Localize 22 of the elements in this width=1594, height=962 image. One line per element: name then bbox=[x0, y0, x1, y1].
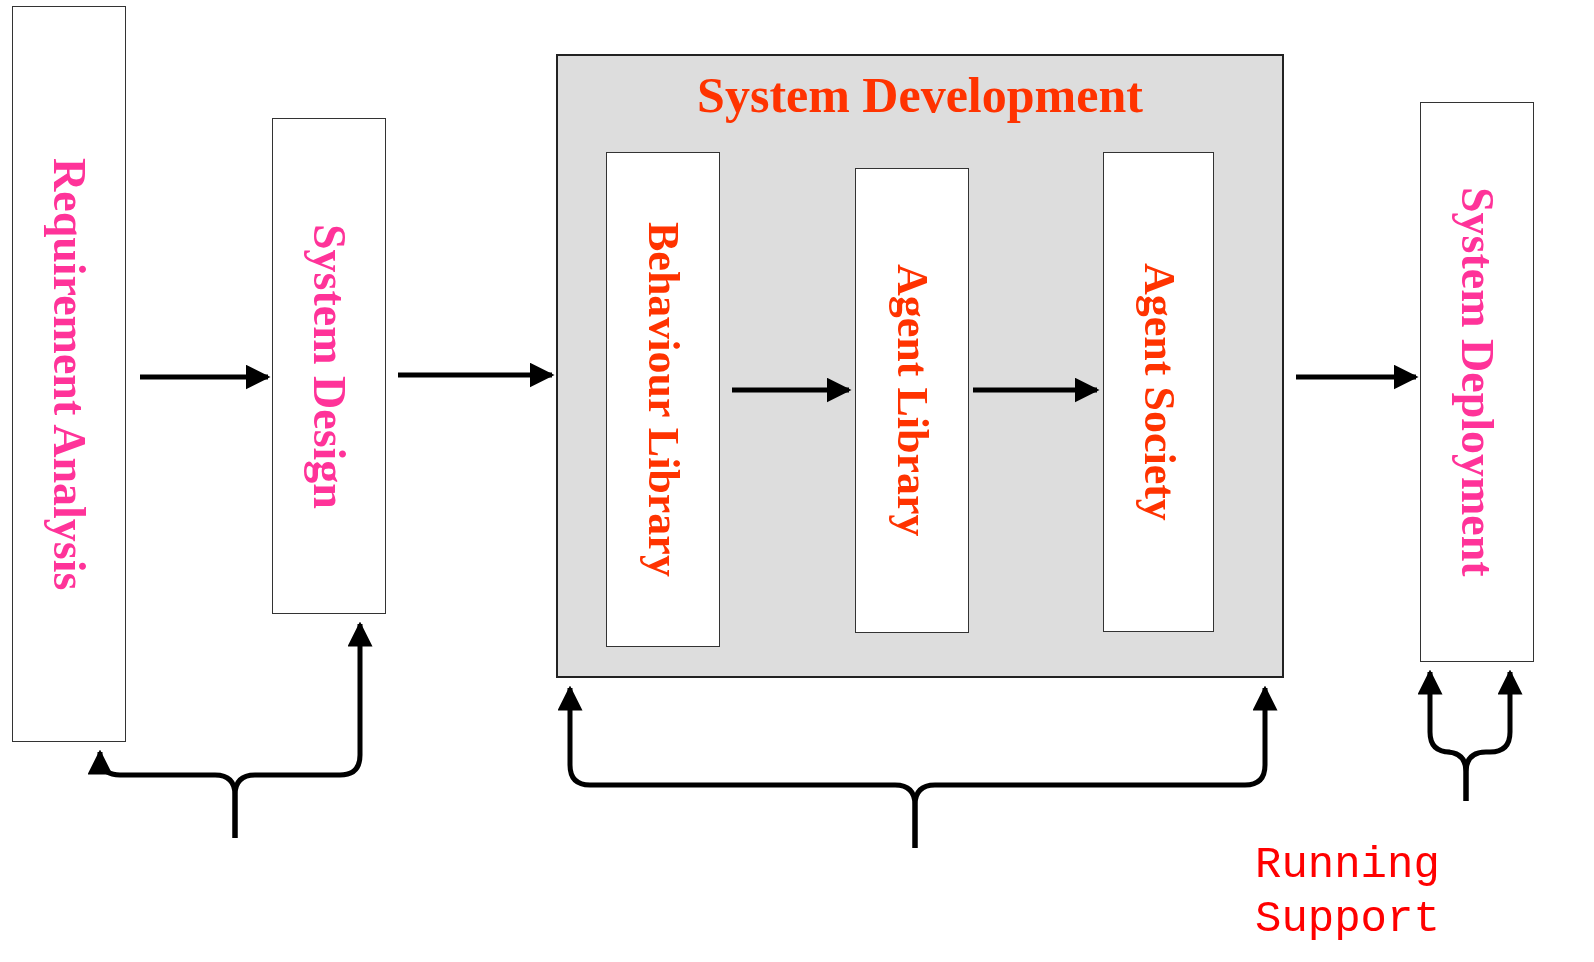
arrow bbox=[398, 362, 555, 388]
tool-label: Running Support bbox=[1255, 839, 1441, 946]
brace-arrow bbox=[1463, 669, 1523, 801]
stage-box bbox=[12, 6, 126, 742]
stage-box bbox=[855, 168, 969, 633]
arrow bbox=[1296, 364, 1419, 390]
arrow bbox=[140, 364, 271, 390]
stage-label: Requirement Analysis bbox=[46, 157, 92, 591]
stage-box bbox=[1103, 152, 1214, 632]
stage-box bbox=[606, 152, 720, 647]
stage-box bbox=[1420, 102, 1534, 662]
arrow bbox=[973, 377, 1100, 403]
stage-label: System Design bbox=[306, 223, 352, 509]
stage-box bbox=[272, 118, 386, 614]
arrow bbox=[732, 377, 852, 403]
stage-label: Agent Library bbox=[890, 264, 934, 537]
group-panel bbox=[556, 54, 1284, 678]
stage-label: Behaviour Library bbox=[641, 222, 685, 577]
brace-arrow bbox=[912, 685, 1278, 848]
brace-arrow bbox=[232, 621, 373, 838]
stage-label: System Deployment bbox=[1454, 187, 1500, 577]
stage-label: Agent Society bbox=[1136, 263, 1181, 521]
